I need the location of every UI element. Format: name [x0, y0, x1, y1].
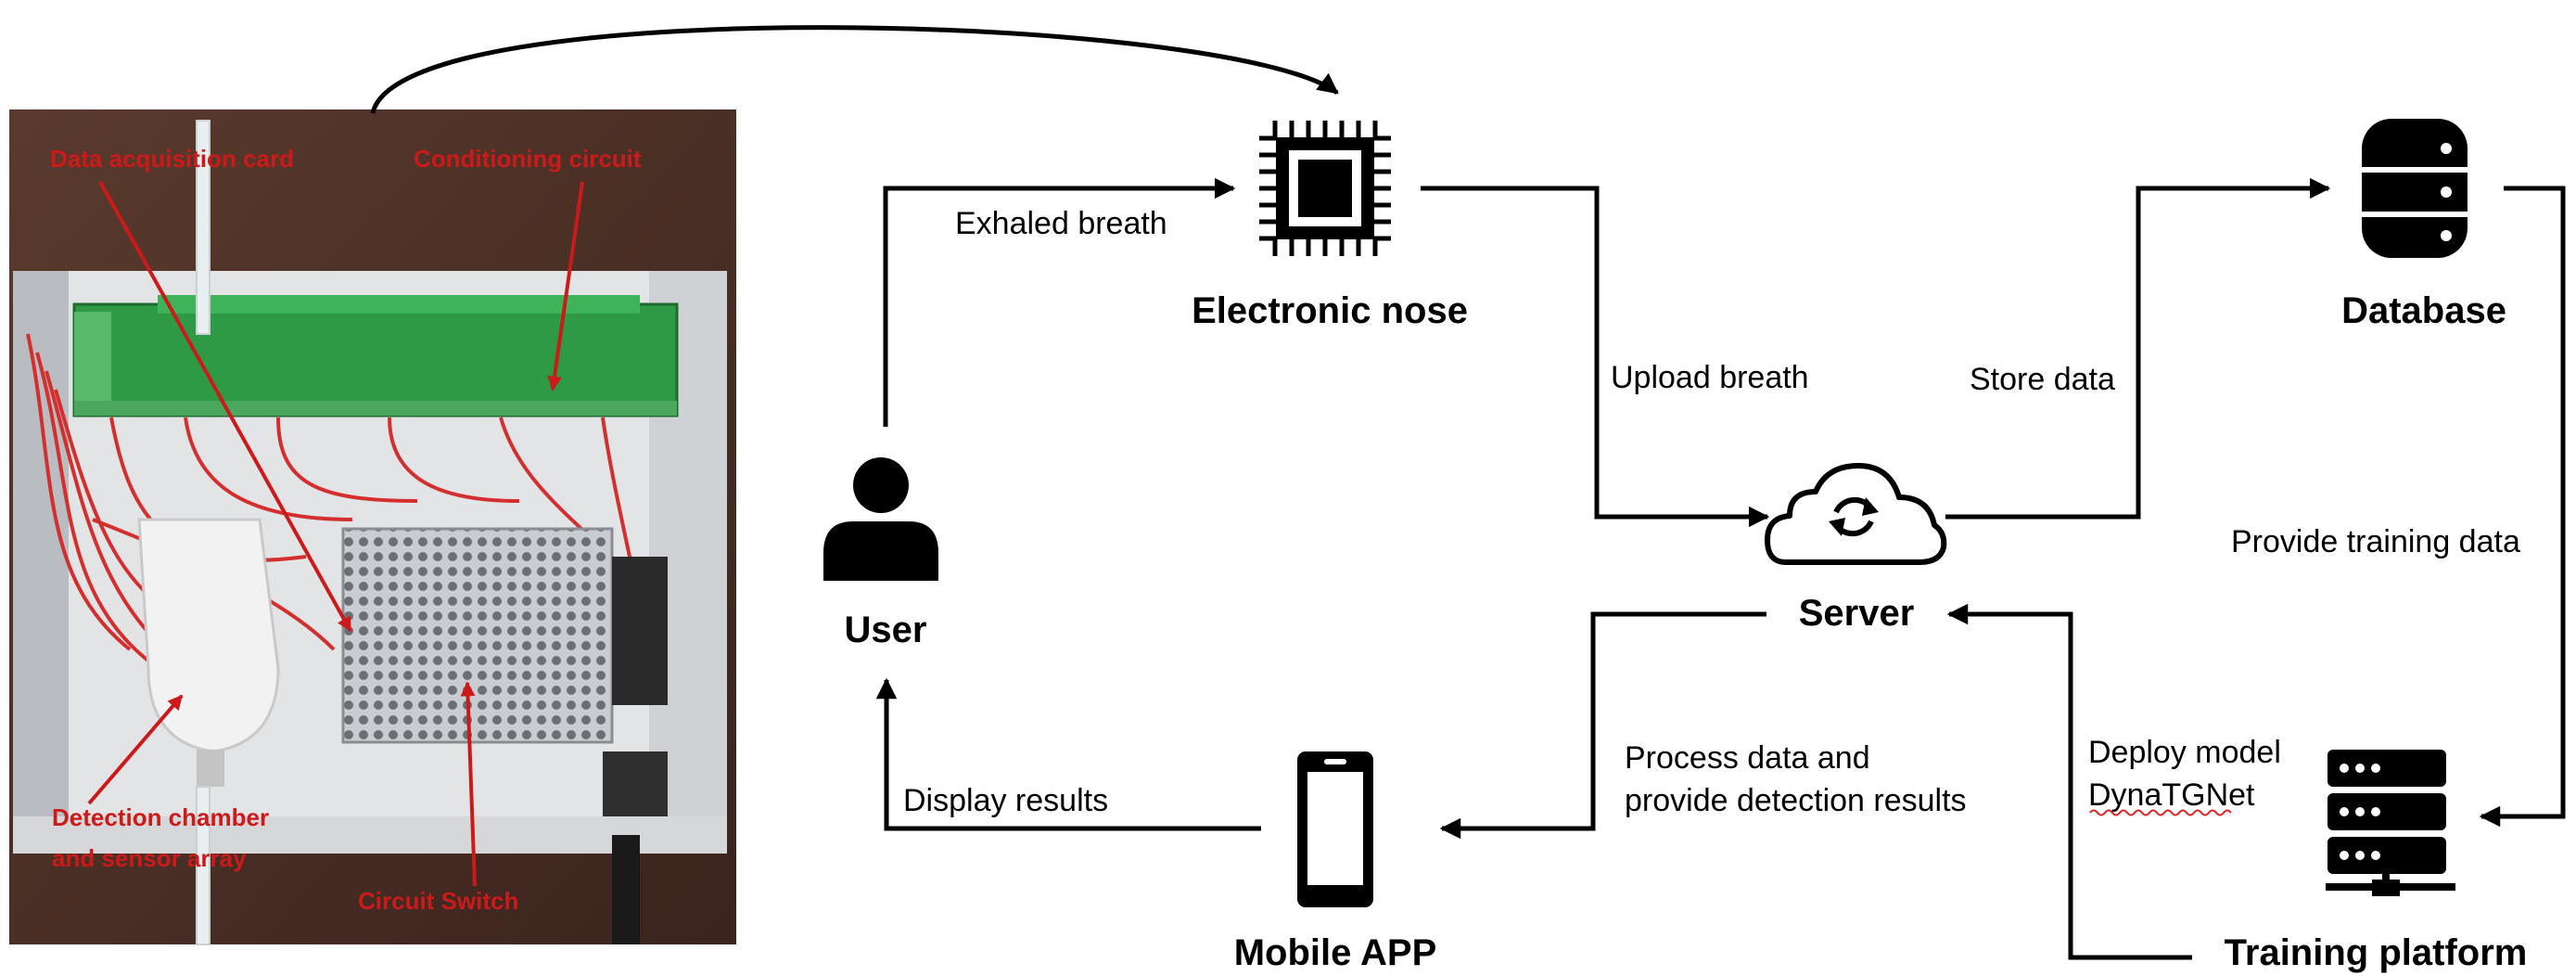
device-photo: Data acquisition card Conditioning circu… — [9, 109, 736, 945]
flow-lines — [875, 177, 2566, 960]
edge-label-upload-breath: Upload breath — [1611, 360, 1809, 395]
node-database: Database — [2341, 290, 2506, 331]
label-detection-chamber-2: and sensor array — [52, 844, 247, 872]
conditioning-circuit-board — [72, 302, 679, 417]
label-data-acquisition-card: Data acquisition card — [50, 145, 294, 173]
edge-label-exhaled-breath: Exhaled breath — [955, 206, 1167, 241]
photo-to-enose-arrow — [370, 25, 1339, 114]
edge-label-provide-detection-results: provide detection results — [1625, 783, 1967, 818]
edge-label-store-data: Store data — [1970, 362, 2115, 397]
edge-label-dynatgnet: DynaTGNet — [2088, 777, 2255, 813]
circuit-switch-unit — [341, 527, 614, 744]
chip-icon — [1259, 121, 1391, 256]
detection-chamber — [137, 518, 280, 753]
edge-label-process-data: Process data and — [1625, 740, 1870, 776]
node-user: User — [845, 610, 927, 650]
spellcheck-underline — [2089, 809, 2232, 816]
user-icon — [823, 457, 938, 581]
label-detection-chamber-1: Detection chamber — [52, 803, 269, 831]
label-circuit-switch: Circuit Switch — [358, 887, 518, 915]
edge-label-display-results: Display results — [903, 783, 1108, 818]
node-electronic-nose: Electronic nose — [1192, 290, 1468, 331]
server-rack-icon — [2326, 750, 2455, 896]
smartphone-icon — [1297, 751, 1373, 907]
node-server: Server — [1799, 593, 1915, 634]
node-training-platform: Training platform — [2225, 932, 2528, 973]
annotation-arrows — [87, 181, 584, 887]
edge-label-provide-training-data: Provide training data — [2231, 524, 2520, 559]
cloud-sync-icon — [1765, 463, 1947, 565]
node-mobile-app: Mobile APP — [1234, 932, 1437, 973]
label-conditioning-circuit: Conditioning circuit — [414, 145, 642, 173]
edge-label-deploy-model: Deploy model — [2088, 735, 2281, 770]
database-icon — [2362, 119, 2468, 258]
